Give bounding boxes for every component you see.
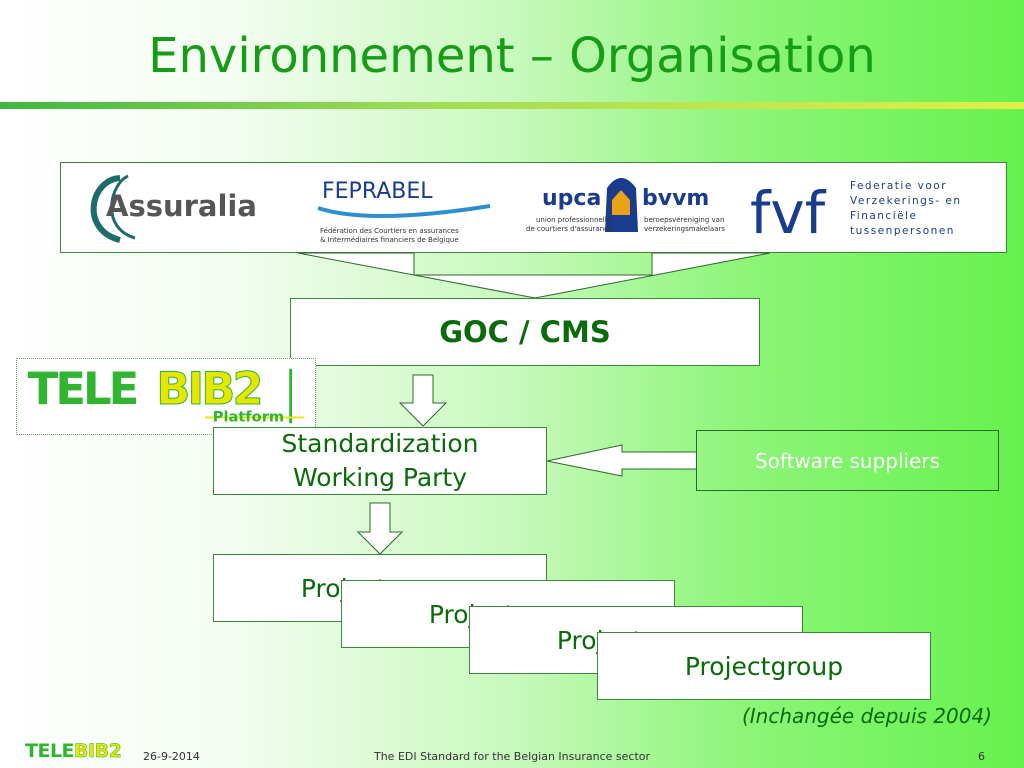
feprabel-subtitle-1: Fédération des Courtiers en assurances bbox=[320, 227, 459, 235]
projectgroup-box: Projectgroup bbox=[597, 632, 931, 700]
down-arrow-goc-to-swp bbox=[398, 374, 448, 427]
footer-logo-bib2: BIB2 bbox=[74, 740, 122, 763]
footer-date: 26-9-2014 bbox=[143, 750, 200, 763]
upca-sub-2: de courtiers d'assurance bbox=[526, 225, 612, 233]
goc-cms-box: GOC / CMS bbox=[290, 298, 760, 366]
bvvm-sub-1: beroepsvereniging van bbox=[644, 216, 724, 224]
fvf-line-2: Verzekerings- en bbox=[850, 195, 962, 207]
software-suppliers-box: Software suppliers bbox=[696, 430, 999, 491]
assuralia-text: Assuralia bbox=[106, 189, 257, 223]
telebib-bib2-text: BIB2 bbox=[156, 362, 260, 415]
bvvm-sub-2: verzekeringsmakelaars bbox=[644, 225, 725, 233]
footer-page-number: 6 bbox=[978, 750, 985, 763]
left-arrow-software-to-swp bbox=[546, 444, 696, 477]
fvf-logo: fvf Federatie voor Verzekerings- en Fina… bbox=[748, 175, 968, 243]
unchanged-note: (Inchangée depuis 2004) bbox=[741, 704, 992, 728]
upca-bvvm-logo: upca bvvm union professionnelle de court… bbox=[512, 170, 730, 246]
fvf-line-3: Financiële bbox=[850, 210, 917, 222]
fvf-line-4: tussenpersonen bbox=[850, 225, 955, 237]
telebib-tele-text: TELE bbox=[28, 362, 137, 415]
footer-telebib-logo: TELEBIB2 bbox=[25, 740, 122, 763]
feprabel-subtitle-2: & Intermédiaires financiers de Belgique bbox=[320, 236, 459, 244]
bvvm-text: bvvm bbox=[642, 186, 709, 211]
feprabel-logo: FEPRABEL Fédération des Courtiers en ass… bbox=[310, 170, 500, 246]
fvf-mark: fvf bbox=[750, 179, 827, 243]
slide-title: Environnement – Organisation bbox=[148, 28, 876, 84]
upca-sub-1: union professionnelle bbox=[536, 216, 611, 224]
title-underline bbox=[0, 102, 1024, 109]
feprabel-name: FEPRABEL bbox=[322, 179, 433, 204]
upca-text: upca bbox=[542, 186, 601, 211]
footer-logo-tele: TELE bbox=[25, 740, 75, 762]
down-arrow-swp-to-projects bbox=[356, 502, 404, 555]
fvf-line-1: Federatie voor bbox=[850, 180, 947, 192]
assuralia-logo: Assuralia bbox=[90, 174, 257, 243]
funnel-arrow bbox=[297, 252, 771, 299]
footer-caption: The EDI Standard for the Belgian Insuran… bbox=[373, 750, 651, 763]
telebib2-platform-logo: TELE BIB2 Platform bbox=[16, 358, 316, 435]
standardization-working-party-box: Standardization Working Party bbox=[213, 427, 547, 495]
telebib-platform-text: Platform bbox=[213, 408, 284, 425]
swp-line-1: Standardization bbox=[281, 429, 479, 458]
swp-line-2: Working Party bbox=[292, 463, 468, 492]
